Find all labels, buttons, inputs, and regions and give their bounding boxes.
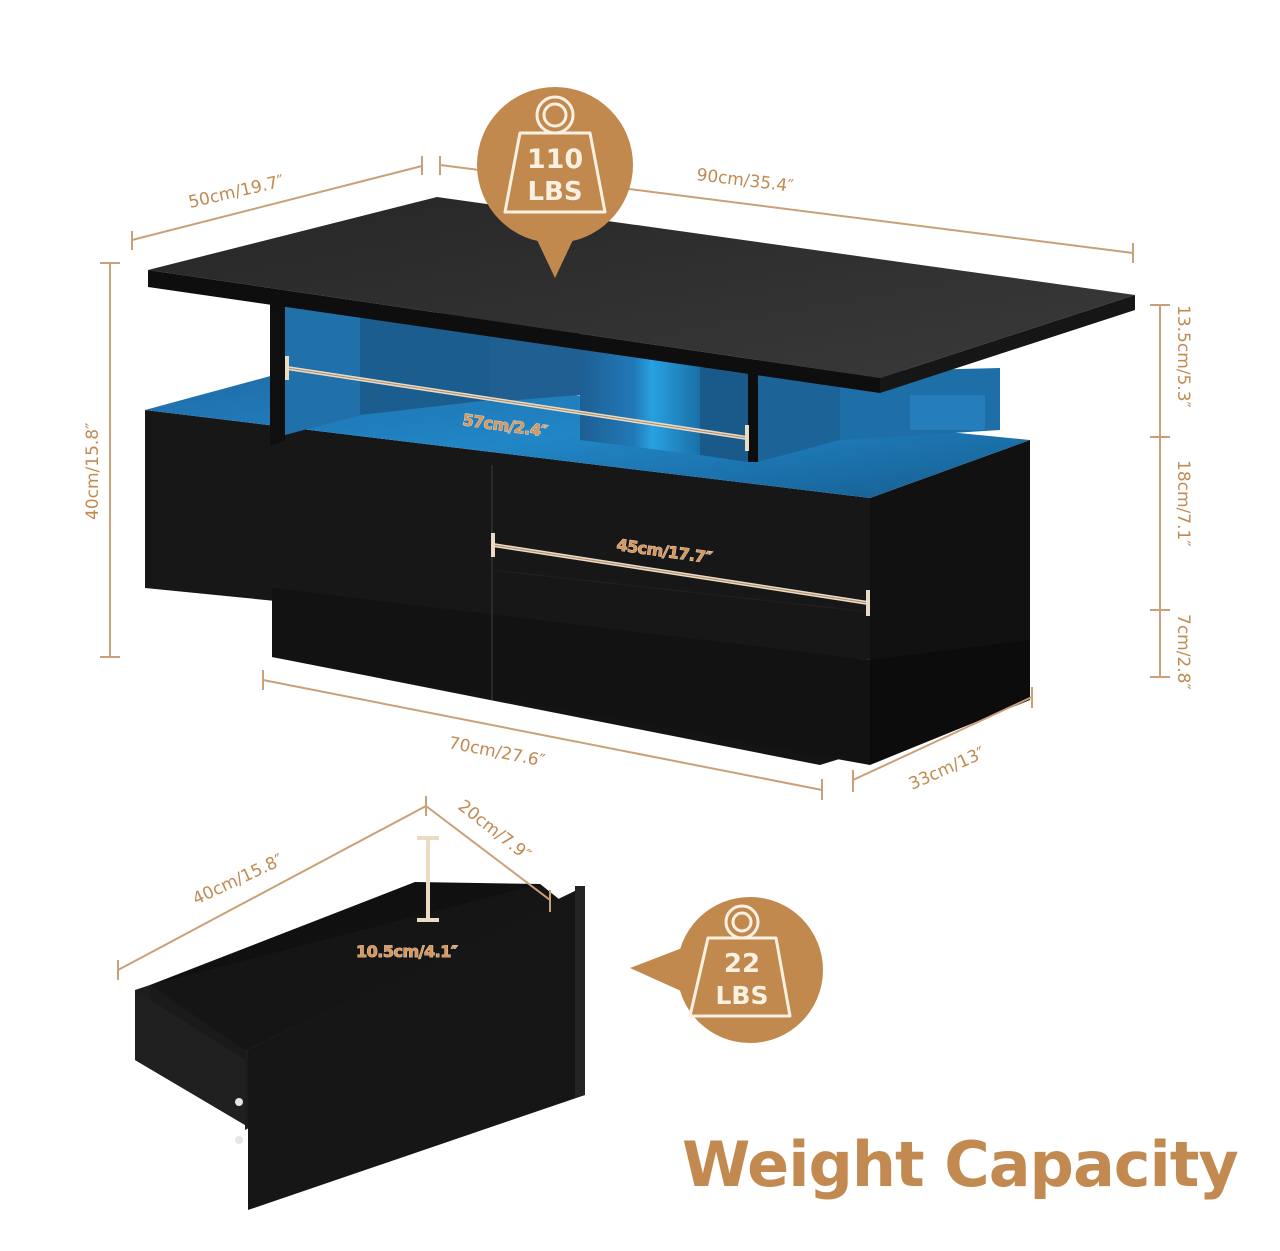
dim-label-drawer-length: 40cm/15.8″ (190, 850, 287, 909)
dim-label-base-height: 7cm/2.8″ (1173, 614, 1193, 690)
dim-label-drawer-inner-height: 10.5cm/4.1″ (356, 942, 458, 961)
dim-label-total-height: 40cm/15.8″ (83, 423, 103, 520)
drawer-front-panel (248, 886, 585, 1210)
badge-table-unit: LBS (527, 177, 582, 207)
table-top-slab (148, 197, 1135, 378)
weight-badge-table: 110 LBS (477, 87, 633, 278)
badge-drawer-value: 22 (724, 949, 760, 979)
dim-label-drawer-width-side: 20cm/7.9″ (454, 796, 535, 865)
drawer-dimension-lines (117, 796, 551, 980)
badge-drawer-unit: LBS (716, 981, 769, 1010)
dim-label-top-width: 90cm/35.4″ (695, 165, 794, 197)
dim-label-base-width: 70cm/27.6″ (447, 733, 546, 771)
badge-table-value: 110 (527, 144, 583, 175)
dim-label-top-depth: 50cm/19.7″ (187, 171, 286, 212)
table-drawer-body-side (870, 440, 1030, 688)
weight-badge-drawer: 22 LBS (630, 897, 823, 1043)
drawer-illustration (135, 836, 585, 1210)
weight-icon (688, 904, 792, 1018)
dim-label-top-gap-height: 13.5cm/5.3″ (1173, 305, 1193, 408)
weight-icon (503, 95, 607, 214)
dim-label-base-depth: 33cm/13″ (906, 743, 988, 794)
page-title: Weight Capacity (682, 1128, 1239, 1201)
dim-label-drawer-body-height: 18cm/7.1″ (1173, 460, 1193, 547)
coffee-table-illustration (145, 197, 1135, 765)
